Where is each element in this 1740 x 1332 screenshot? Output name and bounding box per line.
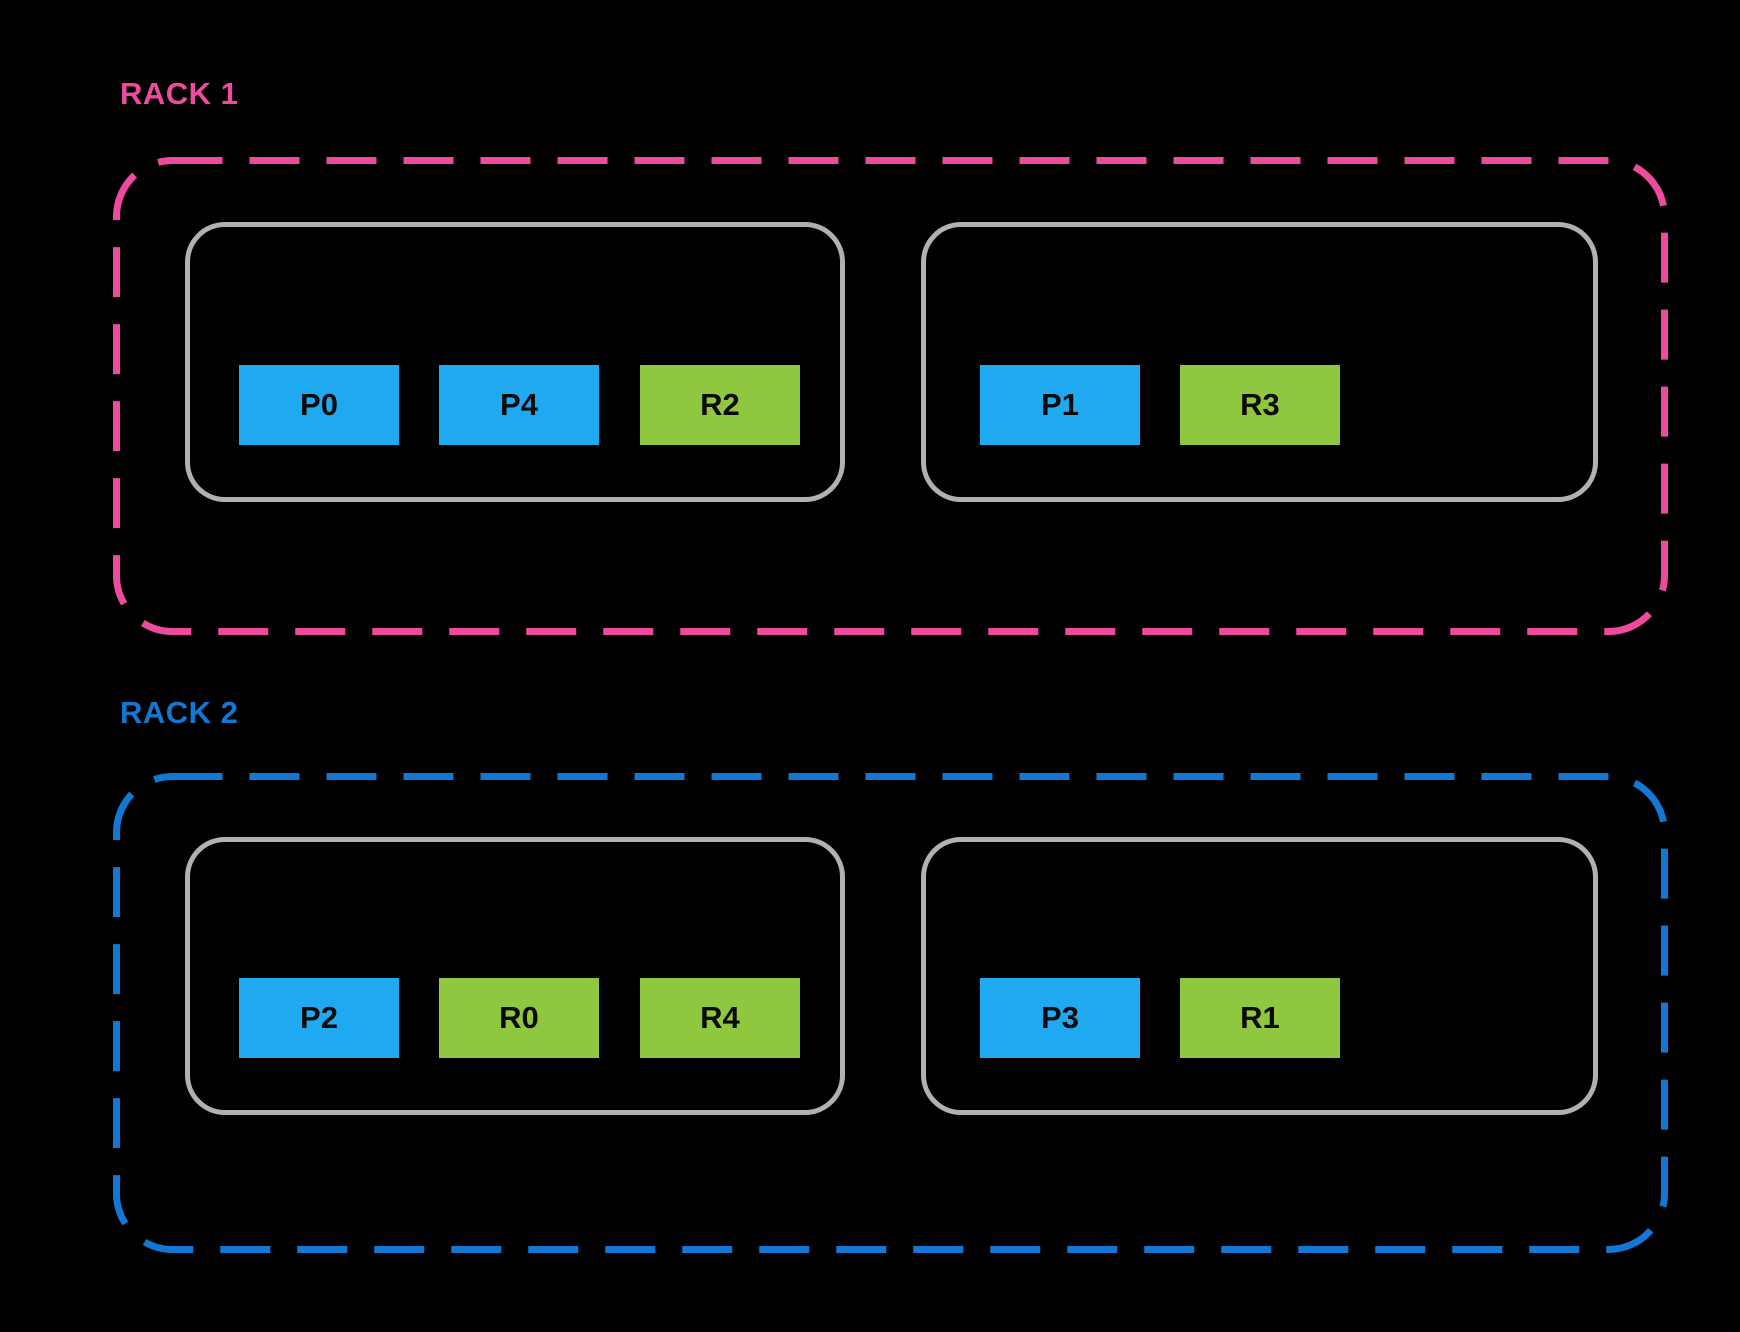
rack2-dashed-border: [113, 773, 1668, 1253]
gpu-slot-p0: P0: [239, 365, 399, 445]
rack2-boundary: [113, 773, 1668, 1253]
gpu-slot-p3: P3: [980, 978, 1140, 1058]
gpu-slot-r3: R3: [1180, 365, 1340, 445]
gpu-slot-r0: R0: [439, 978, 599, 1058]
rack1-label: RACK 1: [120, 76, 239, 111]
gpu-slot-r1: R1: [1180, 978, 1340, 1058]
rack2-host2-box: [921, 837, 1598, 1115]
rack2-host1-box: [185, 837, 845, 1115]
gpu-slot-p1: P1: [980, 365, 1140, 445]
gpu-slot-r2: R2: [640, 365, 800, 445]
gpu-slot-p2: P2: [239, 978, 399, 1058]
gpu-slot-r4: R4: [640, 978, 800, 1058]
rack1-host2-box: [921, 222, 1598, 502]
rack1-dashed-border: [113, 157, 1668, 635]
gpu-slot-p4: P4: [439, 365, 599, 445]
rack1-boundary: [113, 157, 1668, 635]
rack2-label: RACK 2: [120, 695, 239, 730]
rack1-host1-box: [185, 222, 845, 502]
